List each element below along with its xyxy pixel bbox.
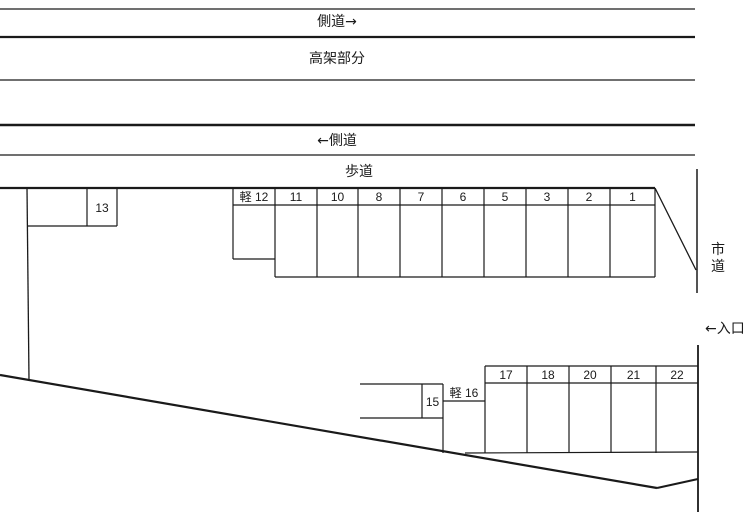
side-road-top-label: 側道→: [317, 14, 357, 30]
lot-boundary: [0, 373, 658, 490]
sidewalk-label: 歩道: [345, 164, 373, 180]
elevated-section-label: 高架部分: [309, 51, 365, 67]
parking-space-kei-12: 軽 12: [239, 190, 269, 204]
parking-space-11: 11: [289, 190, 303, 204]
parking-space-kei-16: 軽 16: [449, 386, 479, 400]
parking-space-1: 1: [629, 190, 636, 204]
side-road-bottom-label: ←側道: [317, 133, 357, 149]
parking-space-21: 21: [626, 368, 641, 382]
parking-space-20: 20: [583, 368, 597, 382]
parking-space-3: 3: [543, 190, 551, 204]
parking-space-5: 5: [501, 190, 509, 204]
entrance-label: ←入口: [705, 321, 745, 337]
lot-boundary: [654, 187, 697, 271]
parking-space-2: 2: [585, 190, 593, 204]
city-road-label: 市道: [711, 242, 725, 275]
parking-space-13: 13: [95, 201, 109, 215]
lot-boundary: [656, 478, 699, 489]
lot-boundary: [26, 187, 30, 381]
parking-space-6: 6: [459, 190, 467, 204]
parking-space-8: 8: [375, 190, 383, 204]
parking-space-10: 10: [330, 190, 345, 204]
parking-space-15: 15: [425, 395, 440, 409]
parking-space-7: 7: [417, 190, 425, 204]
parking-space-17: 17: [499, 368, 513, 382]
parking-space-18: 18: [541, 368, 555, 382]
parking-space-22: 22: [670, 368, 684, 382]
